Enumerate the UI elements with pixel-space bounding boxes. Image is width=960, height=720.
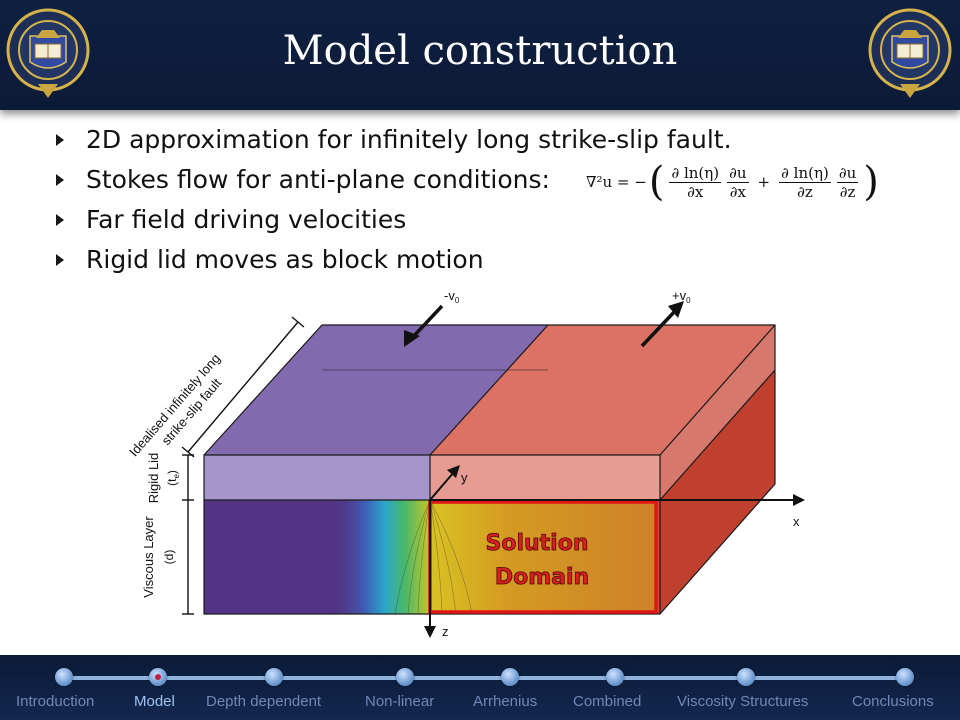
plus-v-label: +v <box>672 288 687 303</box>
dimension-lines <box>181 316 305 615</box>
viscous-layer-symbol: (d) <box>162 550 176 565</box>
university-seal-icon <box>6 8 90 98</box>
stokes-equation: ∇²u = − ( ∂ ln(η)∂x ∂u∂x + ∂ ln(η)∂z ∂u∂… <box>586 162 881 202</box>
nav-progress-line <box>62 676 904 680</box>
equation-close-paren: ) <box>863 159 879 205</box>
nav-item-combined[interactable]: Combined <box>573 693 642 710</box>
nav-item-conclusions[interactable]: Conclusions <box>852 693 934 710</box>
nav-dot-combined[interactable] <box>606 668 624 686</box>
nav-item-model[interactable]: Model <box>134 693 175 710</box>
solution-domain-label: Solution Domain <box>485 531 589 591</box>
coordinate-axes <box>424 465 805 638</box>
equation-plus: + <box>757 173 771 191</box>
solution-domain-fill <box>430 502 656 612</box>
equation-denominator: ∂x <box>687 182 704 201</box>
nav-item-viscosity-structures[interactable]: Viscosity Structures <box>677 693 809 710</box>
solution-label-line2: Domain <box>495 565 589 590</box>
bullet-text: Rigid lid moves as block motion <box>86 245 484 274</box>
equation-denominator: ∂z <box>797 182 813 201</box>
y-axis-arrowhead-icon <box>447 465 460 478</box>
fault-label-line1: Idealised infinitely long <box>126 351 223 460</box>
right-rigid-lid-front <box>430 455 660 500</box>
nav-dot-viscosity-structures[interactable] <box>737 668 755 686</box>
contour-lines <box>394 499 473 615</box>
bullet-item: 2D approximation for infinitely long str… <box>56 120 732 160</box>
rigid-lid-subscript: e <box>172 474 181 479</box>
nav-dot-conclusions[interactable] <box>896 668 914 686</box>
equation-lhs: ∇²u = − <box>586 173 647 191</box>
nav-dot-depth-dependent[interactable] <box>265 668 283 686</box>
nav-item-arrhenius[interactable]: Arrhenius <box>473 693 538 710</box>
viscous-layer-label: Viscous Layer (d) <box>141 516 176 598</box>
bullet-text: Stokes flow for anti-plane conditions: <box>86 165 550 194</box>
viscous-layer-title: Viscous Layer <box>141 516 156 598</box>
bullet-list: 2D approximation for infinitely long str… <box>56 120 732 280</box>
svg-text:+v0: +v0 <box>672 288 691 305</box>
svg-text:-v0: -v0 <box>444 288 460 305</box>
solution-label-line1: Solution <box>486 531 589 556</box>
equation-numerator: ∂ ln(η) <box>669 163 722 183</box>
z-axis-label: z <box>442 624 449 639</box>
equation-fraction: ∂u∂x <box>727 163 749 201</box>
minus-v-arrow-icon <box>410 304 444 340</box>
arrowhead-icon <box>668 301 684 318</box>
nav-dot-non-linear[interactable] <box>396 668 414 686</box>
university-seal-icon <box>868 8 952 98</box>
left-rigid-lid-front <box>204 455 430 500</box>
plus-v-subscript: 0 <box>686 296 691 305</box>
svg-text:(te): (te) <box>165 470 181 486</box>
equation-numerator: ∂u <box>836 163 859 183</box>
slide-title: Model construction <box>282 28 678 74</box>
rigid-lid-close: ) <box>165 470 179 474</box>
bullet-triangle-icon <box>56 174 64 186</box>
rigid-lid-symbol: (t <box>165 478 179 486</box>
nav-item-depth-dependent[interactable]: Depth dependent <box>206 693 322 710</box>
x-axis-label: x <box>793 514 800 529</box>
bullet-triangle-icon <box>56 214 64 226</box>
velocity-arrows <box>404 301 684 348</box>
bullet-item: Far field driving velocities <box>56 200 732 240</box>
nav-item-introduction[interactable]: Introduction <box>16 693 95 710</box>
fault-model-diagram: -v0 +v0 x y z Idealised infinitely long … <box>126 288 805 639</box>
equation-numerator: ∂u <box>727 163 749 183</box>
bullet-triangle-icon <box>56 134 64 146</box>
z-axis-arrowhead-icon <box>424 626 436 638</box>
y-axis <box>429 471 455 501</box>
velocity-field-gradient <box>330 500 430 614</box>
bullet-item: Rigid lid moves as block motion <box>56 240 732 280</box>
bullet-text: Far field driving velocities <box>86 205 407 234</box>
equation-open-paren: ( <box>648 159 665 205</box>
section-navigation: Introduction Model Depth dependent Non-l… <box>0 655 960 720</box>
bullet-text: 2D approximation for infinitely long str… <box>86 125 732 154</box>
equation-fraction: ∂ ln(η)∂x <box>669 163 722 201</box>
nav-dot-introduction[interactable] <box>55 668 73 686</box>
y-axis-label: y <box>461 470 468 485</box>
right-rigid-lid-side <box>660 325 775 500</box>
arrowhead-icon <box>404 330 420 347</box>
bullet-triangle-icon <box>56 254 64 266</box>
title-bar: Model construction <box>0 0 960 110</box>
left-block-top <box>204 325 548 455</box>
equation-denominator: ∂x <box>729 182 746 201</box>
equation-numerator: ∂ ln(η) <box>779 163 831 183</box>
nav-dot-arrhenius[interactable] <box>501 668 519 686</box>
equation-fraction: ∂ ln(η)∂z <box>779 164 831 201</box>
minus-v-label: -v <box>444 288 455 303</box>
equation-fraction: ∂u∂z <box>836 163 859 201</box>
nav-item-non-linear[interactable]: Non-linear <box>365 693 435 710</box>
x-axis-arrowhead-icon <box>793 494 805 506</box>
rigid-lid-label: Rigid Lid (te) <box>146 453 181 504</box>
plus-v-arrow-icon <box>640 308 678 348</box>
bullet-item: Stokes flow for anti-plane conditions: <box>56 160 732 200</box>
rigid-lid-title: Rigid Lid <box>146 453 161 504</box>
left-rigid-lid-top <box>204 325 548 455</box>
minus-v-subscript: 0 <box>455 296 460 305</box>
equation-denominator: ∂z <box>839 182 856 201</box>
nav-dot-model[interactable] <box>149 668 167 686</box>
